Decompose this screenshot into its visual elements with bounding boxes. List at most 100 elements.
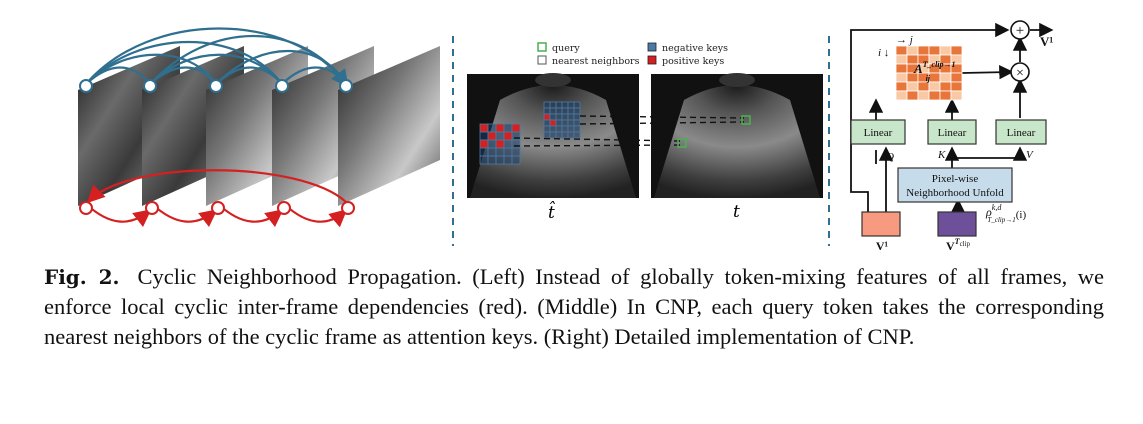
negative-key-cell — [487, 139, 497, 149]
negative-key-cell — [573, 125, 581, 133]
negative-key-cell — [555, 125, 563, 133]
negative-key-cell — [567, 119, 575, 127]
matrix-cell — [917, 90, 930, 101]
matrix-cell — [895, 90, 908, 101]
legend: query nearest neighbors negative keys po… — [537, 42, 728, 67]
q-label: Q — [886, 151, 894, 163]
linear-v: Linear — [1007, 127, 1036, 139]
matrix-cell — [928, 90, 941, 101]
positive-key-cell — [543, 113, 551, 121]
negative-key-cell — [511, 155, 521, 165]
matrix-cell — [928, 45, 941, 56]
negative-key-cell — [487, 147, 497, 157]
negative-key-cell — [543, 125, 551, 133]
negative-key-cell — [487, 155, 497, 165]
legend-nearest-neighbors: nearest neighbors — [552, 56, 640, 67]
i-arrow-label: i ↓ — [878, 47, 889, 59]
negative-key-cell — [561, 125, 569, 133]
matrix-cell — [917, 81, 930, 92]
negative-key-cell — [479, 147, 489, 157]
negative-key-cell — [555, 113, 563, 121]
negative-key-cell — [561, 119, 569, 127]
figure-2: query nearest neighbors negative keys po… — [78, 20, 1054, 253]
matrix-cell — [939, 72, 952, 83]
negative-key-cell — [495, 155, 505, 165]
negative-key-cell — [503, 147, 513, 157]
negative-key-cell — [561, 101, 569, 109]
unfold-line-1: Pixel-wise — [932, 173, 979, 185]
negative-key-cell — [573, 113, 581, 121]
negative-key-cell — [567, 113, 575, 121]
matrix-cell — [895, 72, 908, 83]
positive-key-cell — [495, 123, 505, 133]
figure-caption: Fig. 2.Cyclic Neighborhood Propagation. … — [44, 262, 1104, 352]
negative-key-cell — [573, 101, 581, 109]
negative-key-cell — [479, 155, 489, 165]
negative-key-cell — [549, 101, 557, 109]
matrix-cell — [906, 45, 919, 56]
positive-key-cell — [511, 123, 521, 133]
negative-key-cell — [567, 125, 575, 133]
matrix-cell — [895, 45, 908, 56]
linear-q-box — [850, 119, 906, 145]
legend-negative-keys: negative keys — [662, 43, 728, 54]
negative-key-cell — [555, 101, 563, 109]
linear-k: Linear — [938, 127, 967, 139]
matrix-cell — [906, 90, 919, 101]
matrix-cell — [895, 81, 908, 92]
negative-key-cell — [495, 147, 505, 157]
positive-key-cell — [503, 131, 513, 141]
unfold-box — [897, 167, 1013, 203]
k-label: K — [937, 149, 946, 161]
negative-key-cell — [573, 107, 581, 115]
neighbor-grid-2 — [543, 101, 581, 139]
query-box-1 — [741, 115, 751, 125]
negative-key-cell — [503, 139, 513, 149]
v1-output: V¹ — [1040, 34, 1053, 49]
matrix-cell — [895, 63, 908, 74]
left-panel — [78, 27, 440, 228]
matrix-cell — [928, 72, 941, 83]
legend-query-swatch — [537, 42, 547, 52]
legend-pos-swatch — [647, 55, 657, 65]
negative-key-cell — [495, 131, 505, 141]
negative-key-cell — [573, 131, 581, 139]
legend-nn-swatch — [537, 55, 547, 65]
matrix-cell — [950, 90, 963, 101]
legend-neg-swatch — [647, 42, 657, 52]
matrix-cell — [950, 72, 963, 83]
negative-key-cell — [555, 107, 563, 115]
negative-key-cell — [549, 131, 557, 139]
negative-key-cell — [543, 107, 551, 115]
matrix-cell — [917, 45, 930, 56]
negative-key-cell — [511, 139, 521, 149]
negative-key-cell — [567, 101, 575, 109]
matrix-cell — [906, 81, 919, 92]
negative-key-cell — [567, 131, 575, 139]
global-blue-arcs — [85, 27, 349, 88]
v1-input-box — [861, 211, 901, 237]
negative-key-cell — [567, 107, 575, 115]
plus-op — [1010, 20, 1030, 40]
negative-key-cell — [511, 131, 521, 141]
negative-key-cell — [487, 123, 497, 133]
unfold-line-2: Neighborhood Unfold — [906, 187, 1004, 199]
v-tclip-label: VTclip — [946, 237, 971, 253]
label-t: t — [733, 202, 740, 222]
negative-key-cell — [503, 123, 513, 133]
negative-key-cell — [543, 119, 551, 127]
frame-5 — [338, 46, 440, 206]
positive-key-cell — [479, 139, 489, 149]
caption-text: Cyclic Neighborhood Propagation. (Left) … — [44, 264, 1104, 349]
positive-key-cell — [495, 139, 505, 149]
attention-matrix — [895, 45, 963, 101]
times-op — [1010, 62, 1030, 82]
middle-panel: query nearest neighbors negative keys po… — [467, 42, 823, 223]
negative-key-cell — [549, 125, 557, 133]
frame-t — [651, 73, 823, 198]
negative-key-cell — [555, 119, 563, 127]
negative-key-cell — [573, 119, 581, 127]
v-label: V — [1026, 149, 1034, 161]
